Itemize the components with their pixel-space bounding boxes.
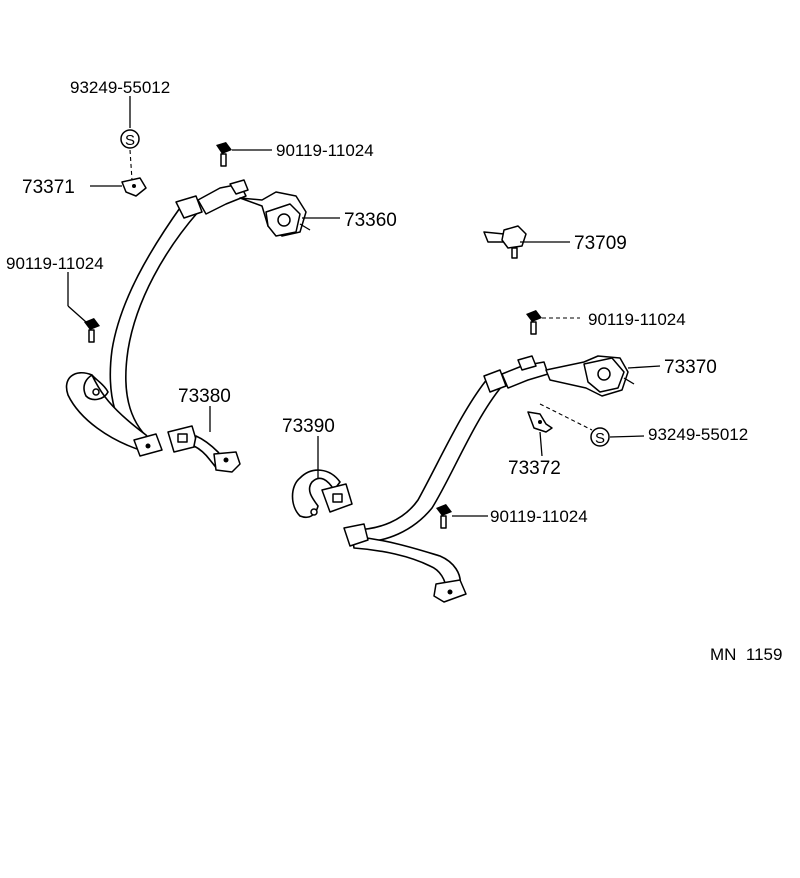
left-belt-guide [175, 195, 203, 219]
label-bolt-left: 90119-11024 [6, 254, 104, 273]
label-buckle-left: 73380 [178, 386, 231, 407]
right-belt-tongue [343, 523, 369, 547]
left-seatbelt-assembly [65, 183, 247, 457]
right-seatbelt-assembly [343, 355, 549, 603]
right-belt-guide [483, 369, 507, 393]
left-belt-strap [109, 204, 199, 451]
clip-symbol-text: S [125, 132, 135, 149]
label-bolt-right-top: 90119-11024 [588, 310, 686, 329]
clip-symbol-icon: S [590, 427, 610, 447]
label-clip-top-left: 93249-55012 [70, 78, 170, 97]
label-retractor-left: 73360 [344, 210, 397, 231]
label-retractor-right: 73370 [664, 357, 717, 378]
buckle-73390 [291, 469, 353, 519]
left-belt-floor-loop [65, 371, 151, 451]
figure-code: MN 1159 [710, 645, 782, 664]
bolt-icon [526, 310, 542, 335]
label-bolt-top-center: 90119-11024 [276, 141, 374, 160]
buckle-73380 [167, 425, 241, 473]
label-bracket-right: 73372 [508, 458, 561, 479]
leader-lines [67, 96, 661, 517]
bolt-icon [436, 504, 452, 529]
bolt-icon [216, 142, 232, 167]
retractor-73370 [545, 355, 635, 397]
left-tongue-rivet [145, 443, 151, 449]
left-anchor-hole [92, 388, 100, 396]
anchor-73709 [483, 225, 527, 259]
clip-symbol-text: S [595, 430, 605, 447]
clip-symbol-icon: S [120, 129, 140, 149]
label-bolt-right-bottom: 90119-11024 [490, 507, 588, 526]
label-anchor-right-top: 73709 [574, 233, 627, 254]
label-bracket-left: 73371 [22, 177, 75, 198]
retractor-73360 [229, 179, 311, 237]
bracket-73371 [121, 177, 147, 197]
bolt-icon [84, 318, 100, 343]
label-buckle-center: 73390 [282, 416, 335, 437]
label-clip-right: 93249-55012 [648, 425, 748, 444]
right-belt-strap [351, 377, 503, 543]
part-labels: 93249-55012 90119-11024 73371 73360 9011… [6, 78, 782, 664]
bracket-73372 [527, 411, 553, 433]
